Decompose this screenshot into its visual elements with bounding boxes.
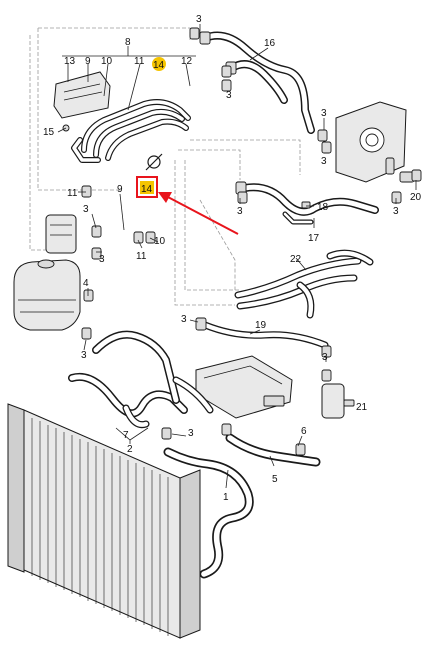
- coolant-hose-17: [235, 181, 379, 225]
- label-1: 1: [223, 492, 229, 503]
- highlight-badge: [152, 57, 166, 71]
- coolant-hose-2: [68, 330, 214, 429]
- label-3: 3: [321, 156, 327, 167]
- label-3: 3: [81, 350, 87, 361]
- label-10: 10: [154, 236, 166, 247]
- coolant-control-module: [195, 355, 293, 419]
- coolant-pipe-bundle: [71, 99, 191, 163]
- label-21: 21: [356, 402, 368, 413]
- label-3: 3: [99, 254, 105, 265]
- part-labels: 8 13 9 10 11 14 12 3 16 3 15 3 3 11 9 14…: [43, 14, 422, 503]
- coolant-hose-19: [195, 317, 329, 349]
- label-6: 6: [301, 426, 307, 437]
- coolant-valve-block: [53, 71, 111, 132]
- label-7: 7: [123, 430, 129, 441]
- label-3: 3: [188, 428, 194, 439]
- coolant-hose-22: [234, 249, 374, 319]
- highlight-callout: [136, 176, 239, 235]
- label-18: 18: [317, 202, 329, 213]
- clamp-part-14: [145, 153, 163, 171]
- label-14: 14: [141, 184, 153, 195]
- highlight-box: [136, 176, 158, 198]
- label-3: 3: [196, 14, 202, 25]
- leader-lines: [57, 24, 417, 489]
- label-3: 3: [83, 204, 89, 215]
- coolant-pump-module: [45, 214, 77, 254]
- label-2: 2: [127, 444, 133, 455]
- label-11: 11: [136, 251, 147, 262]
- label-17: 17: [308, 233, 320, 244]
- highlight-badge-box: [140, 181, 154, 194]
- label-10: 10: [101, 56, 113, 67]
- coolant-valve-21: [321, 383, 355, 419]
- label-9: 9: [85, 56, 91, 67]
- label-22: 22: [290, 254, 302, 265]
- coolant-expansion-tank: [13, 259, 81, 331]
- label-13: 13: [64, 56, 76, 67]
- label-11: 11: [67, 188, 78, 199]
- label-15: 15: [43, 127, 55, 138]
- label-5: 5: [272, 474, 278, 485]
- label-3: 3: [181, 314, 187, 325]
- label-8: 8: [125, 37, 131, 48]
- coolant-hose-1: [163, 433, 321, 579]
- coolant-hose-16: [199, 31, 315, 134]
- label-14: 14: [153, 60, 165, 71]
- radiator: [7, 403, 201, 639]
- label-9: 9: [117, 184, 123, 195]
- label-11: 11: [134, 56, 145, 67]
- label-20: 20: [410, 192, 422, 203]
- hose-clamps: [81, 27, 422, 456]
- highlight-arrowhead: [158, 192, 172, 203]
- label-16: 16: [264, 38, 276, 49]
- label-19: 19: [255, 320, 267, 331]
- label-3: 3: [237, 206, 243, 217]
- label-3: 3: [321, 108, 327, 119]
- label-3: 3: [393, 206, 399, 217]
- label-3: 3: [322, 352, 328, 363]
- highlight-arrow: [165, 195, 239, 235]
- label-12: 12: [181, 56, 193, 67]
- label-3: 3: [226, 90, 232, 101]
- coolant-heater-bracket: [335, 101, 415, 183]
- label-4: 4: [83, 278, 89, 289]
